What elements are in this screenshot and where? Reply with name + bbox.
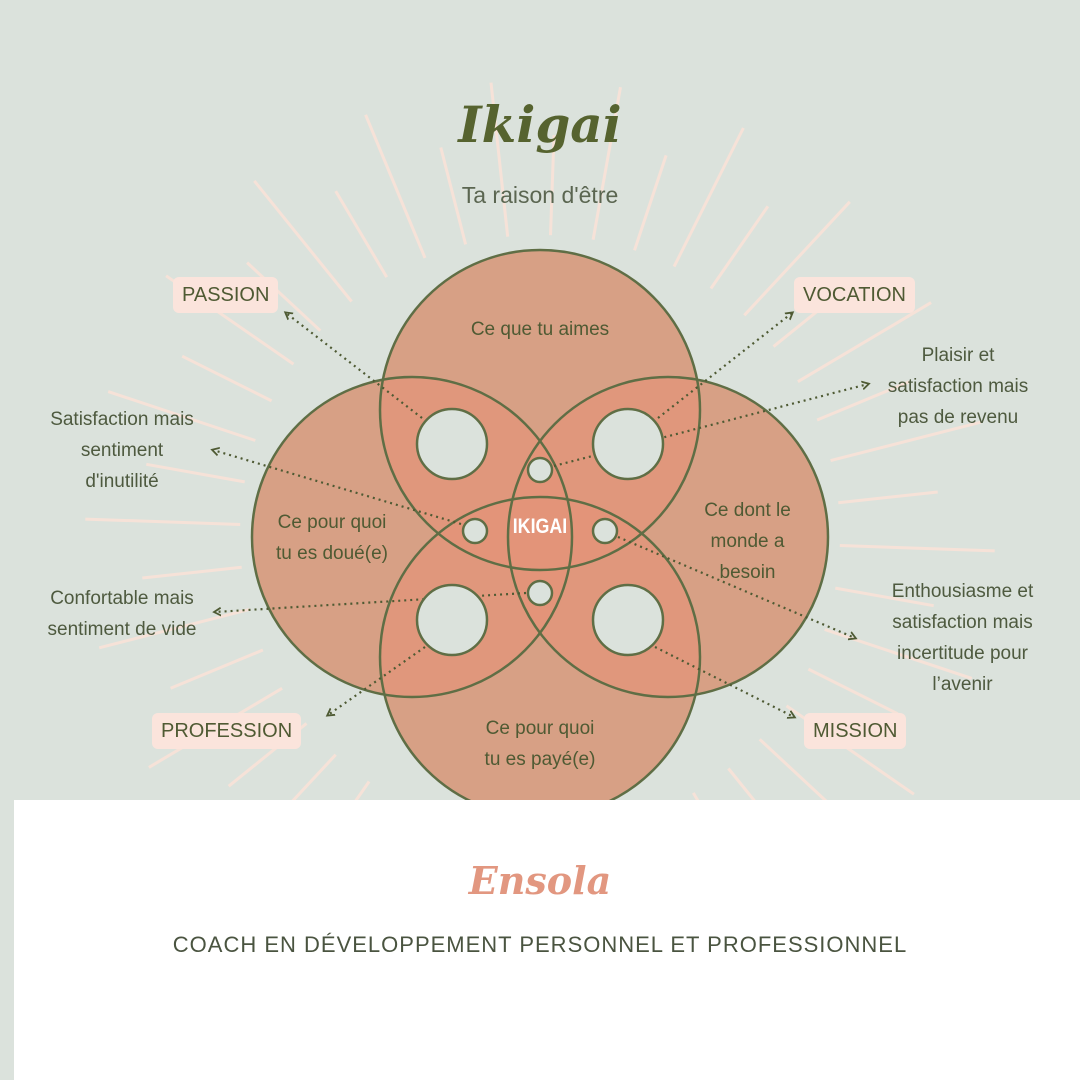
sunburst-ray	[142, 565, 242, 580]
sunburst-ray	[807, 667, 899, 716]
footer-panel	[14, 800, 1080, 1080]
annotation-confortable: Confortable mais sentiment de vide	[47, 588, 197, 640]
hole-passion	[415, 407, 489, 481]
sunburst-ray	[838, 490, 938, 505]
arrow-mission	[654, 646, 794, 717]
hole-profession	[415, 583, 489, 657]
sunburst-ray	[489, 82, 510, 237]
holes	[415, 407, 665, 657]
label-passion: PASSION	[173, 277, 279, 313]
circle-label-paid-for: Ce pour quoi tu es payé(e)	[484, 718, 596, 770]
arrow-enthousiasme	[617, 535, 855, 638]
tagline: COACH EN DÉVELOPPEMENT PERSONNEL ET PROF…	[172, 932, 908, 957]
sunburst-ray	[364, 114, 427, 259]
brand-logo: Ensola	[468, 858, 612, 903]
hole-vocation	[591, 407, 665, 481]
annotation-enthousiasme: Enthousiasme et satisfaction mais incert…	[891, 581, 1034, 695]
small-hole-right	[591, 517, 619, 545]
annotation-satisfaction-inutilite: Satisfaction mais sentiment d'inutilité	[50, 409, 194, 492]
annotation-plaisir: Plaisir et satisfaction mais pas de reve…	[887, 345, 1029, 428]
sunburst-ray	[107, 390, 256, 442]
arrow-passion	[286, 313, 423, 419]
sunburst-ray	[549, 135, 556, 236]
sunburst-ray	[98, 607, 250, 650]
circle-outlines	[250, 248, 830, 819]
sunburst-ray	[334, 190, 388, 278]
sunburst-ray	[181, 354, 273, 403]
sunburst-ray	[758, 738, 834, 809]
small-hole-bottom	[526, 579, 554, 607]
sunburst-ray	[835, 586, 934, 608]
sunburst-ray	[672, 127, 745, 268]
circle-label-love: Ce que tu aimes	[470, 319, 610, 340]
sunburst-ray	[85, 517, 241, 526]
small-hole-left	[461, 517, 489, 545]
label-vocation: VOCATION	[794, 277, 915, 313]
sunburst-ray	[709, 205, 770, 290]
center-ikigai-label: IKIGAI	[512, 515, 568, 538]
sunburst-ray	[253, 179, 353, 303]
arrow-profession	[328, 646, 426, 715]
page-title: Ikigai	[458, 95, 622, 154]
label-profession: PROFESSION	[152, 713, 302, 749]
sunburst-ray	[246, 261, 322, 332]
small-hole-top	[526, 456, 554, 484]
sunburst-ray	[146, 462, 245, 484]
overlap-lens	[508, 441, 572, 633]
sunburst-ray	[839, 544, 995, 553]
sunburst-ray	[633, 154, 668, 251]
circle-label-world-needs: Ce dont le monde a besoin	[704, 500, 791, 583]
sunburst-ray	[439, 147, 468, 245]
sunburst-ray	[743, 200, 851, 317]
arrow-vocation	[657, 313, 792, 419]
arrow-satisfaction-inutilite	[213, 450, 462, 526]
page-subtitle: Ta raison d'être	[461, 182, 619, 208]
sunburst-ray	[170, 648, 264, 690]
sunburst-ray	[797, 301, 932, 383]
sunburst-ray	[830, 420, 982, 463]
hole-mission	[591, 583, 665, 657]
circle-label-good-at: Ce pour quoi tu es doué(e)	[276, 512, 388, 564]
sunburst-ray	[591, 86, 622, 240]
label-mission: MISSION	[804, 713, 907, 749]
arrow-confortable	[215, 591, 527, 612]
sunburst-ray	[816, 380, 910, 422]
